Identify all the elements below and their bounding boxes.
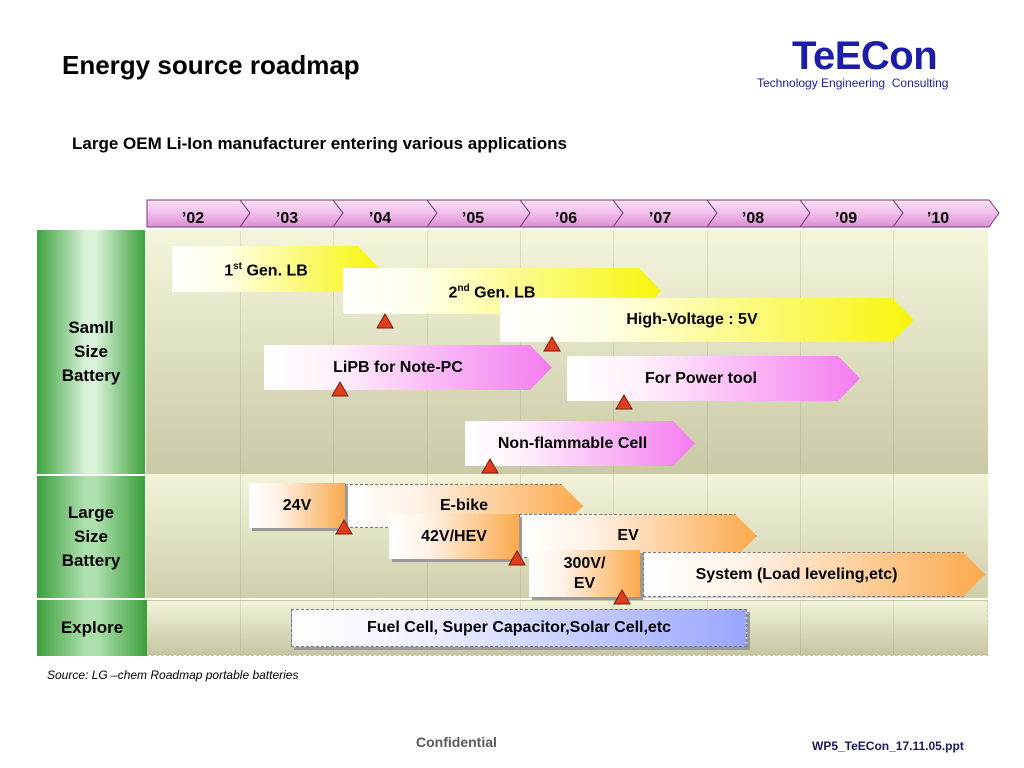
milestone-triangle-icon — [615, 394, 633, 410]
power-tool-bar: For Power tool — [567, 356, 860, 401]
system-load-leveling-bar: System (Load leveling,etc) — [643, 552, 985, 597]
timeline-chevrons — [146, 199, 1000, 228]
lipb-note-pc-bar: LiPB for Note-PC — [264, 345, 552, 390]
year-label: ’07 — [648, 210, 672, 227]
system-load-leveling-label: System (Load leveling,etc) — [695, 565, 898, 583]
year-gridline — [893, 230, 894, 656]
company-logo: TeECon — [792, 34, 938, 78]
gen2-text: Gen. LB — [469, 284, 536, 302]
year-gridline — [240, 230, 241, 656]
year-label: ’09 — [834, 210, 858, 227]
ev-label: EV — [617, 527, 639, 544]
v300-ev-bar: 300V/ EV — [529, 550, 640, 597]
gen2-number: 2 — [448, 284, 458, 302]
v24-bar: 24V — [249, 483, 345, 528]
year-label: ’03 — [275, 210, 299, 227]
high-voltage-label: High-Voltage : 5V — [626, 311, 758, 328]
row-label-large-text: Large Size Battery — [61, 503, 121, 570]
year-label: ’02 — [181, 210, 205, 227]
row-label-small-text: Samll Size Battery — [61, 318, 121, 385]
gen2-lb-label: 2nd Gen. LB — [449, 279, 536, 303]
slide-subtitle: Large OEM Li-Ion manufacturer entering v… — [72, 134, 567, 153]
confidential-label: Confidential — [416, 734, 497, 750]
row-label-explore: Explore — [37, 600, 147, 656]
logo-tagline: Technology Engineering Consulting — [757, 76, 949, 90]
milestone-triangle-icon — [613, 589, 631, 605]
row-label-small-battery: Samll Size Battery — [37, 230, 145, 474]
non-flammable-bar: Non-flammable Cell — [465, 421, 695, 466]
gen2-superscript: nd — [457, 282, 470, 294]
year-label: ’05 — [461, 210, 485, 227]
non-flammable-label: Non-flammable Cell — [497, 434, 648, 452]
v42-hev-bar: 42V/HEV — [389, 514, 519, 559]
file-name: WP5_TeECon_17.11.05.ppt — [812, 739, 964, 753]
source-note: Source: LG –chem Roadmap portable batter… — [47, 668, 299, 682]
power-tool-label: For Power tool — [645, 369, 757, 387]
year-gridline — [427, 230, 428, 656]
row-label-explore-text: Explore — [60, 618, 124, 637]
year-label: ’04 — [368, 210, 392, 227]
fuel-cell-label: Fuel Cell, Super Capacitor,Solar Cell,et… — [366, 619, 672, 636]
slide-title: Energy source roadmap — [62, 50, 360, 80]
lipb-label: LiPB for Note-PC — [333, 358, 463, 376]
milestone-triangle-icon — [543, 336, 561, 352]
gen1-superscript: st — [233, 260, 243, 272]
milestone-triangle-icon — [376, 313, 394, 329]
year-gridline — [800, 230, 801, 656]
v300-ev-label: 300V/ EV — [563, 554, 606, 592]
row-label-large-battery: Large Size Battery — [37, 476, 145, 598]
ebike-label: E-bike — [439, 497, 488, 514]
year-label: ’08 — [741, 210, 765, 227]
gen1-lb-label: 1st Gen. LB — [224, 257, 308, 281]
year-gridline — [333, 230, 334, 656]
v42-hev-label: 42V/HEV — [421, 527, 487, 545]
year-gridline — [707, 230, 708, 656]
milestone-triangle-icon — [481, 458, 499, 474]
milestone-triangle-icon — [508, 550, 526, 566]
fuel-cell-bar: Fuel Cell, Super Capacitor,Solar Cell,et… — [291, 609, 747, 647]
milestone-triangle-icon — [335, 519, 353, 535]
gen1-text: Gen. LB — [242, 262, 308, 280]
high-voltage-bar: High-Voltage : 5V — [500, 298, 914, 342]
v24-label: 24V — [282, 496, 312, 514]
gen1-number: 1 — [224, 262, 234, 280]
year-label: ’06 — [554, 210, 578, 227]
year-label: ’10 — [926, 210, 950, 227]
milestone-triangle-icon — [331, 381, 349, 397]
timeline-segment — [891, 199, 1000, 228]
